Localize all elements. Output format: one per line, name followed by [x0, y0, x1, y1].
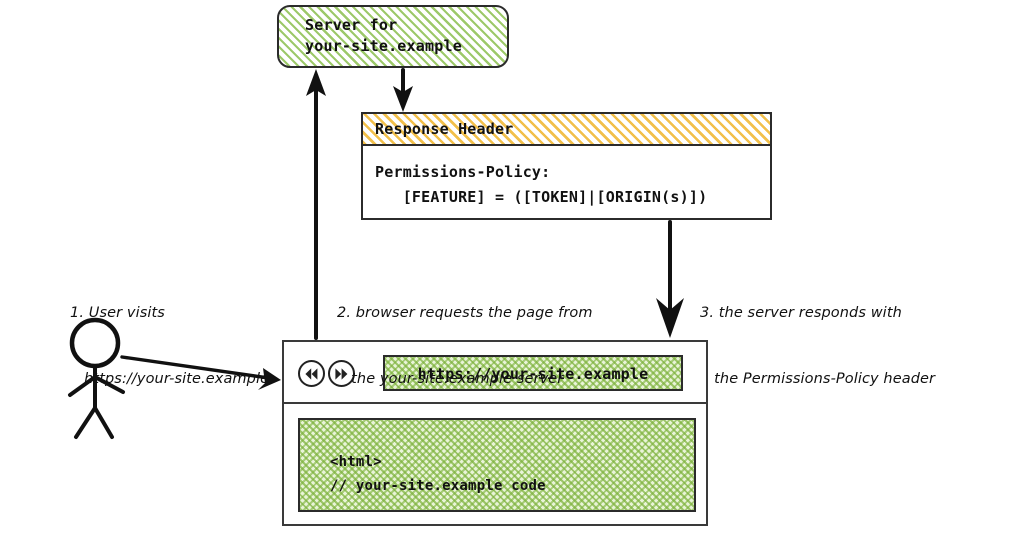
- response-header-body: Permissions-Policy: [FEATURE] = ([TOKEN]…: [363, 146, 770, 210]
- url-bar[interactable]: https://your-site.example: [383, 355, 683, 391]
- annotation-step-1-line-1: 1. User visits: [70, 305, 165, 321]
- annotation-step-2-line-1: 2. browser requests the page from: [337, 305, 593, 321]
- annotation-step-2-line-2: the your-site.example server: [337, 371, 564, 387]
- server-label-line1: Server for: [305, 16, 398, 34]
- annotation-step-1-line-2: https://your-site.example: [70, 371, 270, 387]
- response-header-box: Response Header Permissions-Policy: [FEA…: [361, 112, 772, 220]
- server-box: Server for your-site.example: [277, 5, 509, 68]
- page-content-area: <html> // your-site.example code: [298, 418, 696, 512]
- arrow-server-to-response-header: [393, 68, 413, 112]
- page-code-line-2: // your-site.example code: [330, 478, 546, 494]
- fast-forward-glyph: [335, 367, 348, 380]
- annotation-step-3: 3. the server responds with the Permissi…: [700, 258, 935, 434]
- annotation-step-3-line-2: the Permissions-Policy header: [700, 371, 936, 387]
- response-header-title: Response Header: [375, 120, 514, 138]
- arrow-browser-to-server: [306, 69, 326, 340]
- page-code-line-1: <html>: [330, 454, 382, 470]
- response-header-title-band: Response Header: [363, 114, 770, 146]
- browser-toolbar: https://your-site.example: [284, 342, 706, 404]
- response-header-line-1: Permissions-Policy:: [375, 163, 551, 181]
- annotation-step-2: 2. browser requests the page from the yo…: [337, 258, 593, 434]
- url-text: https://your-site.example: [417, 365, 649, 383]
- annotation-step-3-line-1: 3. the server responds with: [700, 305, 902, 321]
- rewind-icon[interactable]: [298, 360, 325, 387]
- arrow-response-header-to-browser: [656, 220, 684, 338]
- annotation-step-1: 1. User visits https://your-site.example: [70, 258, 269, 434]
- response-header-line-2: [FEATURE] = ([TOKEN]|[ORIGIN(s)]): [375, 188, 708, 206]
- server-label-line2: your-site.example: [305, 37, 462, 55]
- fast-forward-icon[interactable]: [328, 360, 355, 387]
- rewind-glyph: [305, 367, 318, 380]
- browser-window: https://your-site.example <html> // your…: [282, 340, 708, 526]
